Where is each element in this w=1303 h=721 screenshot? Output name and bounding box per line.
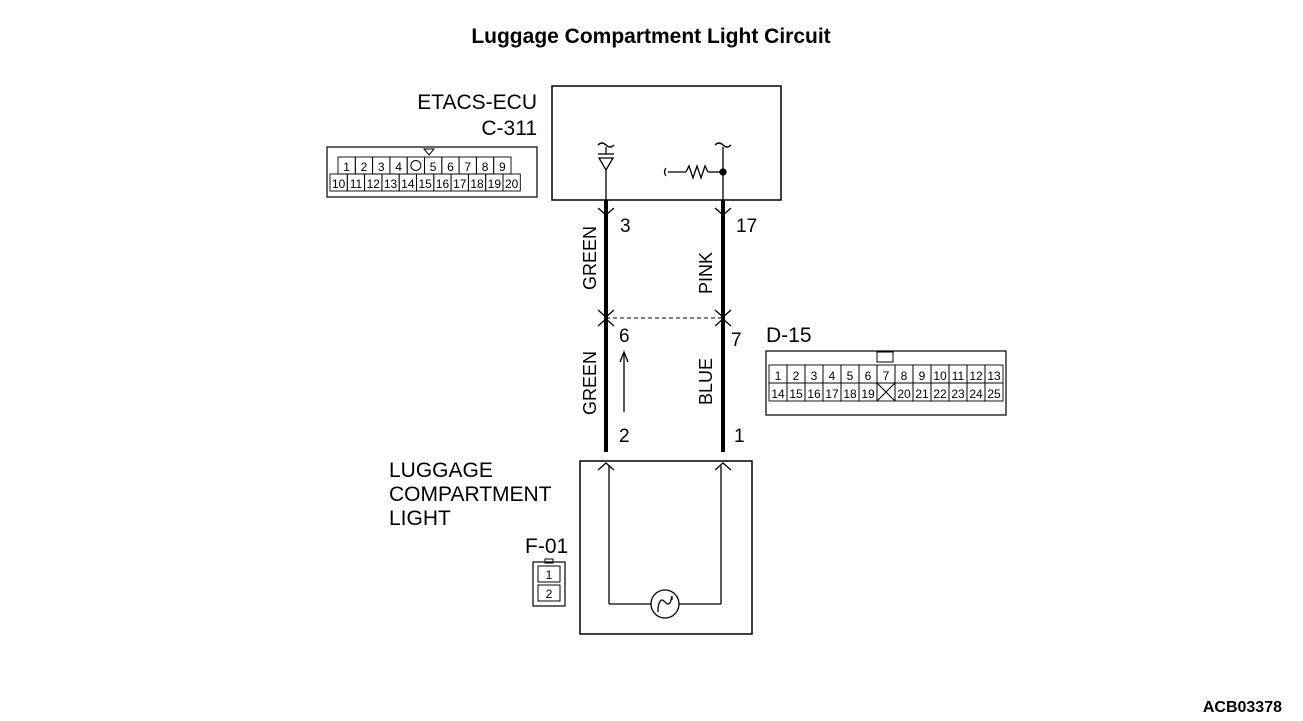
light-connector-face: 1 2 [532,558,566,607]
junction-connector-pin-label: 24 [969,387,983,401]
pin-ecu-right: 17 [736,216,757,237]
junction-connector-cell [984,382,1004,402]
ecu-connector-pin-label: 18 [470,177,484,191]
ecu-name: ETACS-ECU [417,91,537,114]
pin-mid-left: 6 [619,326,630,347]
junction-connector-pin-label: 14 [771,387,785,401]
ecu-connector-pin-label: 8 [482,160,489,174]
junction-connector-pin-label: 23 [951,387,965,401]
ecu-connector-pin-label: 5 [430,160,437,174]
junction-connector-pin-label: 6 [865,369,872,383]
wire-color-right-upper: PINK [696,252,716,294]
ecu-connector-cell [406,156,425,175]
ecu-connector-pin-label: 17 [453,177,467,191]
pin-ecu-left: 3 [620,216,631,237]
ecu-connector-pin-label: 19 [488,177,502,191]
pin-light-right: 1 [734,426,745,447]
junction-connector-pin-label: 2 [793,369,800,383]
wire-color-left-lower: GREEN [580,351,600,415]
junction-connector-pin-label: 3 [811,369,818,383]
junction-connector-pin-label: 19 [861,387,875,401]
connector-chevrons [597,207,732,471]
junction-connector-id: D-15 [766,324,812,347]
light-box [579,460,753,635]
junction-connector-key-mark [876,382,896,402]
ecu-connector-cell [502,173,521,192]
light-name-line-3: LIGHT [389,507,451,530]
junction-connector-pin-label: 20 [897,387,911,401]
junction-connector-pin-label: 17 [825,387,839,401]
light-connector-pin-1: 1 [546,568,553,582]
junction-connector-pin-label: 15 [789,387,803,401]
ecu-connector-pin-label: 6 [447,160,454,174]
ecu-connector-pin-label: 2 [361,160,368,174]
light-internal-circuit [608,466,722,605]
ecu-connector-pin-label: 9 [499,160,506,174]
wire-color-right-lower: BLUE [696,358,716,405]
pin-light-left: 2 [619,426,630,447]
pin-mid-right: 7 [731,330,742,351]
junction-connector-pin-label: 1 [775,369,782,383]
ecu-connector-pin-label: 16 [436,177,450,191]
ecu-connector-pin-label: 10 [332,177,346,191]
light-name-line-2: COMPARTMENT [389,483,552,506]
ecu-connector-pin-label: 13 [384,177,398,191]
ecu-connector-key-mark [410,160,422,171]
junction-connector-pin-label: 10 [933,369,947,383]
ecu-input-symbol [597,142,615,200]
wire-color-left-upper: GREEN [580,226,600,290]
junction-connector-pin-label: 5 [847,369,854,383]
junction-connector-pin-label: 7 [883,369,890,383]
figure-id: ACB03378 [1203,699,1282,716]
junction-connector-pin-label: 16 [807,387,821,401]
ecu-connector-pin-label: 12 [367,177,381,191]
bulb-icon [650,589,680,619]
junction-connector-pin-label: 9 [919,369,926,383]
junction-connector-pin-label: 22 [933,387,947,401]
junction-connector-pin-label: 18 [843,387,857,401]
current-flow-arrow-icon [619,350,629,412]
ecu-connector-pin-label: 20 [505,177,519,191]
junction-connector-pin-label: 25 [987,387,1001,401]
ecu-box [551,85,782,201]
junction-connector-pin-label: 12 [969,369,983,383]
junction-connector-pin-label: 11 [952,369,965,383]
ecu-connector-pin-label: 15 [418,177,432,191]
light-connector-pin-2: 2 [546,587,553,601]
ecu-connector-pin-label: 4 [395,160,402,174]
ecu-resistor-symbol [663,142,732,200]
junction-connector-pin-label: 4 [829,369,836,383]
light-connector-id: F-01 [525,535,568,558]
ecu-connector-pin-label: 3 [378,160,385,174]
ecu-connector-pin-label: 7 [464,160,471,174]
ecu-connector-pin-label: 1 [343,160,350,174]
ecu-connector-pin-label: 14 [401,177,415,191]
diagram-title: Luggage Compartment Light Circuit [471,25,830,48]
junction-connector-pin-label: 8 [901,369,908,383]
ecu-connector-id: C-311 [481,117,537,140]
ecu-connector-pin-label: 11 [350,177,363,191]
junction-connector-pin-label: 13 [987,369,1001,383]
junction-connector-pin-label: 21 [915,387,929,401]
light-name-line-1: LUGGAGE [389,459,493,482]
